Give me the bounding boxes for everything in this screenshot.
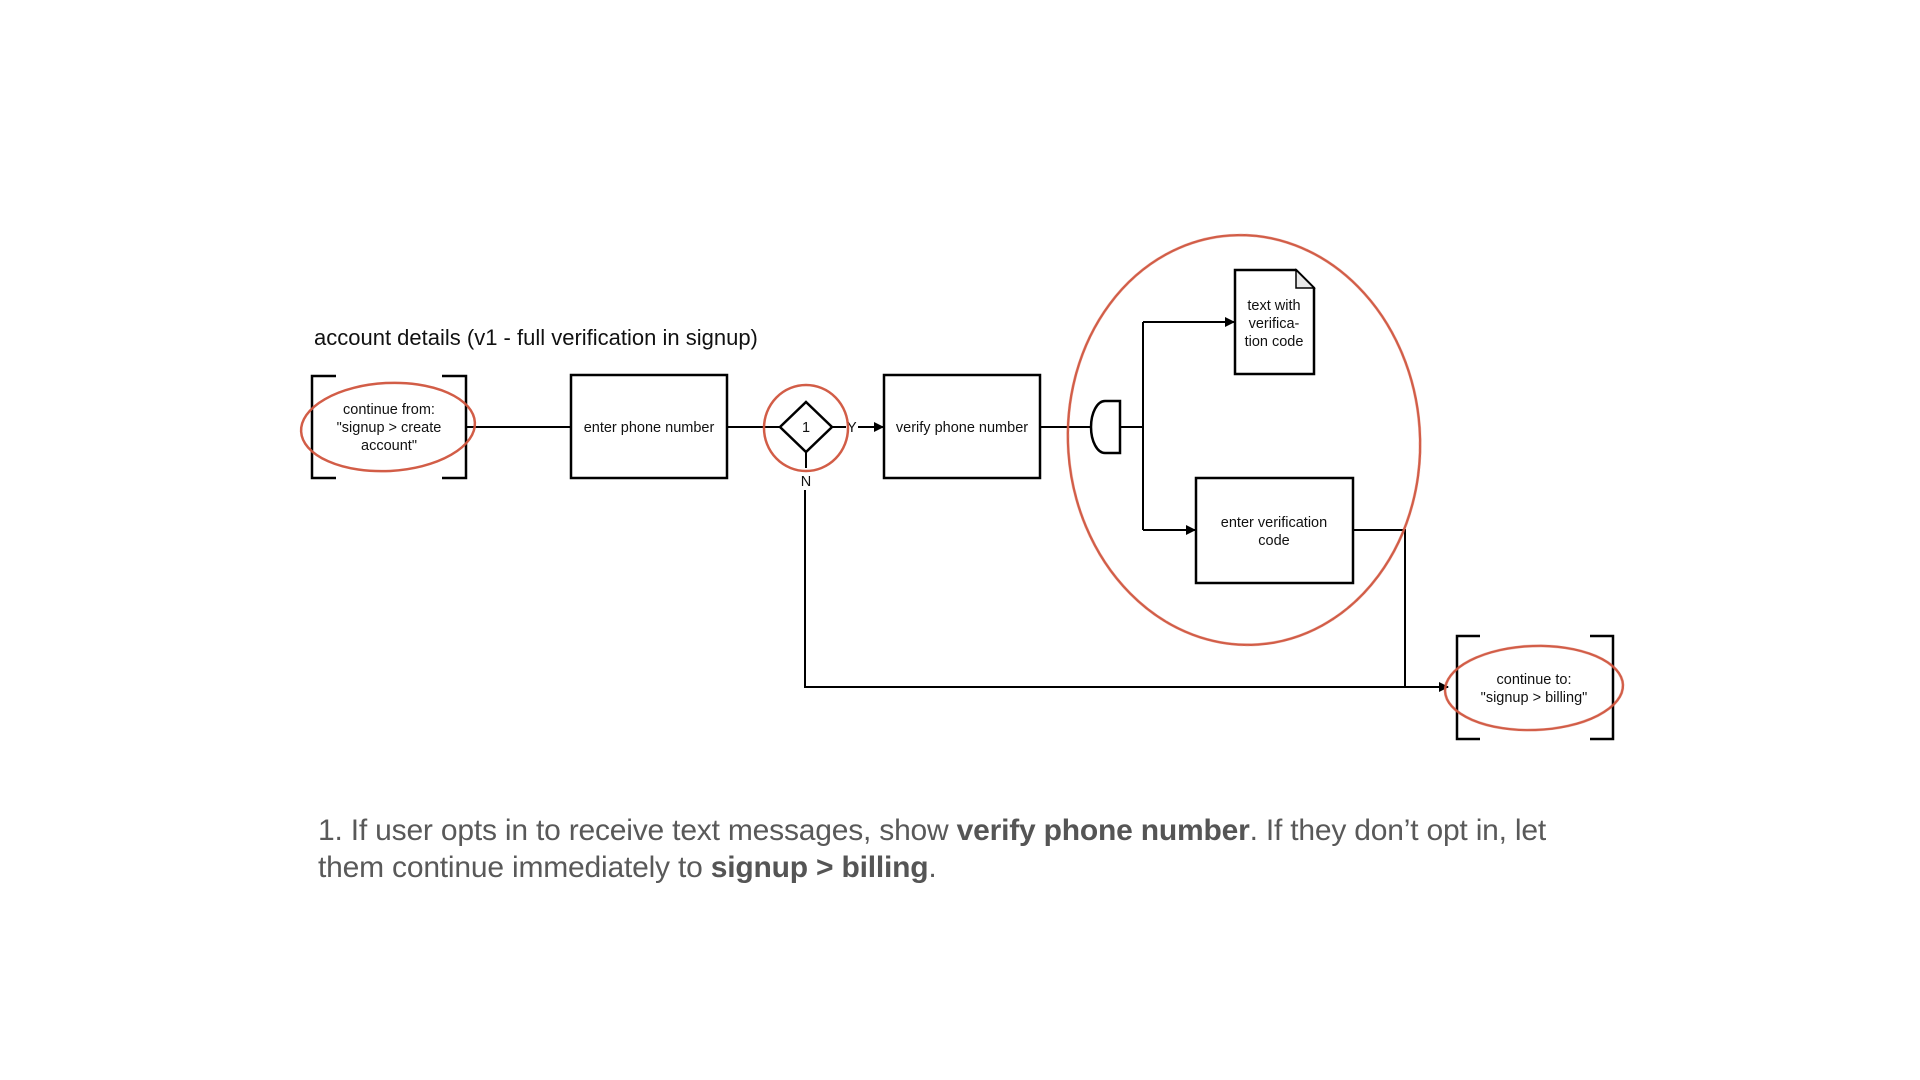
document-label-line1: text with bbox=[1247, 298, 1300, 314]
enter-code-box bbox=[1194, 476, 1355, 585]
annotation-end-ellipse bbox=[1443, 644, 1625, 732]
start-label-line1: continue from: bbox=[343, 402, 435, 418]
enter-phone-number-step[interactable]: enter phone number bbox=[569, 373, 729, 480]
annotation-decision-circle bbox=[762, 383, 850, 473]
footnote-bold-billing: signup > billing bbox=[710, 851, 929, 884]
footnote-text-3: . bbox=[928, 851, 937, 884]
footnote-bold-verify: verify phone number bbox=[956, 814, 1250, 847]
decision-label: 1 bbox=[802, 420, 810, 436]
document-fold bbox=[1295, 268, 1316, 289]
document-icon bbox=[1233, 268, 1316, 376]
document-label-line3: tion code bbox=[1245, 334, 1304, 350]
verify-phone-box bbox=[882, 373, 1042, 480]
footnote-text-1: If user opts in to receive text messages… bbox=[342, 814, 957, 847]
footnote-text-2: . If they don’t opt in, let them continu… bbox=[318, 814, 1547, 884]
no-label: N bbox=[801, 474, 811, 490]
enter-code-label-line2: code bbox=[1258, 533, 1289, 549]
annotation-start-ellipse bbox=[299, 381, 477, 473]
start-label-line3: account" bbox=[361, 438, 417, 454]
footnote: 1. If user opts in to receive text messa… bbox=[318, 812, 1618, 886]
verify-phone-number-step[interactable]: verify phone number bbox=[882, 373, 1042, 480]
start-bracket-left bbox=[310, 374, 336, 480]
start-label-line2: "signup > create bbox=[337, 420, 442, 436]
end-bracket-left bbox=[1455, 634, 1480, 741]
end-label-line1: continue to: bbox=[1497, 672, 1572, 688]
footnote-number: 1. bbox=[318, 814, 343, 847]
text-with-verification-code-document[interactable]: text with verifica- tion code bbox=[1233, 268, 1316, 376]
document-label-line2: verifica- bbox=[1249, 316, 1300, 332]
enter-verification-code-step[interactable]: enter verification code bbox=[1194, 476, 1355, 585]
enter-phone-box bbox=[569, 373, 729, 480]
connector-code-to-billing bbox=[1353, 529, 1406, 687]
and-gate-icon bbox=[1089, 399, 1122, 455]
end-connector[interactable]: continue to: "signup > billing" bbox=[1455, 634, 1615, 741]
end-label-line2: "signup > billing" bbox=[1481, 690, 1588, 706]
yes-label: Y bbox=[847, 420, 857, 436]
annotation-verification-ellipse bbox=[1066, 233, 1422, 647]
end-bracket-right bbox=[1590, 634, 1615, 741]
enter-code-label-line1: enter verification bbox=[1221, 515, 1327, 531]
enter-phone-label: enter phone number bbox=[584, 420, 715, 436]
decision-1[interactable]: 1 bbox=[778, 400, 834, 454]
connector-no-to-billing bbox=[804, 490, 1449, 692]
verify-phone-label: verify phone number bbox=[896, 420, 1028, 436]
diagram-title: account details (v1 - full verification … bbox=[314, 325, 758, 350]
start-connector[interactable]: continue from: "signup > create account" bbox=[310, 374, 468, 480]
annotations bbox=[299, 233, 1625, 732]
